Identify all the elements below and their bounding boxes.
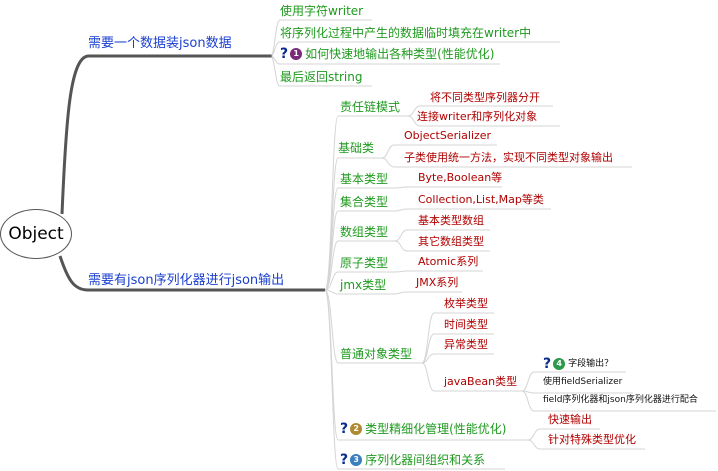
node-field-serializer[interactable]: 使用fieldSerializer (543, 377, 623, 387)
node-exception[interactable]: 异常类型 (444, 338, 488, 351)
node-special-types[interactable]: 针对特殊类型优化 (548, 433, 636, 446)
node-fast-output-2[interactable]: 快速输出 (548, 413, 592, 426)
branch-json-data-connector (60, 54, 272, 215)
node-atomic[interactable]: 原子类型 (340, 256, 389, 270)
priority-1-icon: 1 (290, 48, 303, 60)
link-organize (324, 289, 339, 470)
node-organize-label: 序列化器间组织和关系 (365, 453, 486, 467)
node-other-arrays[interactable]: 其它数组类型 (418, 235, 484, 248)
ordinary-link-3 (421, 362, 435, 392)
priority-2-icon: 2 (350, 423, 363, 435)
node-collections[interactable]: 集合类型 (340, 195, 389, 209)
priority-3-icon: 3 (350, 454, 363, 466)
root-node[interactable]: Object (0, 209, 72, 259)
chain-link-0 (407, 105, 421, 117)
node-javabean[interactable]: javaBean类型 (444, 375, 518, 388)
link-fill-writer (271, 41, 281, 57)
node-refine-label: 类型精细化管理(性能优化) (365, 422, 507, 436)
question-icon: ? (340, 421, 349, 437)
node-unified-method[interactable]: 子类使用统一方法，实现不同类型对象输出 (404, 151, 613, 164)
node-base[interactable]: 基础类 (338, 141, 375, 155)
link-ordinary (324, 289, 339, 364)
node-enum[interactable]: 枚举类型 (444, 297, 488, 310)
link-arrays (324, 240, 339, 291)
node-chain-connect[interactable]: 连接writer和序列化对象 (417, 110, 538, 123)
node-collection-list-map[interactable]: Collection,List,Map等类 (418, 193, 544, 206)
node-arrays[interactable]: 数组类型 (340, 225, 389, 239)
node-fast-output-label: 如何快速地输出各种类型(性能优化) (305, 47, 495, 61)
branch-serializer[interactable]: 需要有json序列化器进行json输出 (88, 273, 285, 288)
node-jmx[interactable]: jmx类型 (340, 278, 387, 292)
question-icon: ? (340, 452, 349, 468)
node-ordinary[interactable]: 普通对象类型 (340, 347, 413, 361)
link-atomic (324, 271, 339, 291)
chain-link-1 (407, 115, 421, 127)
arrays-link-0 (394, 229, 408, 242)
node-chain[interactable]: 责任链模式 (340, 100, 401, 114)
node-object-serializer[interactable]: ObjectSerializer (404, 129, 492, 142)
node-use-writer[interactable]: 使用字符writer (280, 4, 364, 18)
basic-link-0 (394, 186, 408, 189)
javabean-link-2 (521, 390, 535, 412)
priority-4-icon: 4 (553, 358, 566, 370)
refine-link-1 (527, 439, 541, 450)
atomic-link-0 (394, 270, 408, 273)
base-link-1 (381, 157, 395, 168)
branch-json-data[interactable]: 需要一个数据装json数据 (88, 36, 232, 51)
node-time[interactable]: 时间类型 (444, 318, 488, 331)
node-byte-boolean[interactable]: Byte,Boolean等 (418, 171, 503, 184)
ordinary-link-1 (421, 333, 435, 364)
link-chain (324, 115, 339, 291)
node-jmx-series[interactable]: JMX系列 (416, 276, 459, 289)
question-icon: ? (280, 46, 289, 62)
javabean-link-0 (521, 371, 535, 392)
node-primitive-arrays[interactable]: 基本类型数组 (418, 214, 484, 227)
node-chain-split[interactable]: 将不同类型序列器分开 (430, 91, 540, 104)
link-fast-output (271, 55, 281, 65)
jmx-link-0 (393, 291, 407, 295)
ordinary-link-0 (421, 312, 435, 364)
node-fill-writer[interactable]: 将序列化过程中产生的数据临时填充在writer中 (280, 26, 532, 40)
link-return-string (271, 55, 281, 87)
ordinary-link-2 (421, 353, 435, 364)
link-jmx (324, 289, 339, 295)
branch-serializer-connector (58, 255, 325, 292)
node-return-string[interactable]: 最后返回string (280, 70, 363, 84)
base-link-0 (381, 144, 395, 159)
node-field-output-label: 字段输出？ (568, 358, 614, 369)
refine-link-0 (527, 428, 541, 441)
node-basic-types[interactable]: 基本类型 (340, 172, 389, 186)
collections-link-0 (394, 208, 408, 212)
node-field-cooperate[interactable]: field序列化器和json序列化器进行配合 (543, 395, 698, 405)
question-icon: ? (543, 356, 552, 372)
node-atomic-series[interactable]: Atomic系列 (418, 255, 479, 268)
arrays-link-1 (394, 240, 408, 252)
link-use-writer (271, 19, 281, 57)
